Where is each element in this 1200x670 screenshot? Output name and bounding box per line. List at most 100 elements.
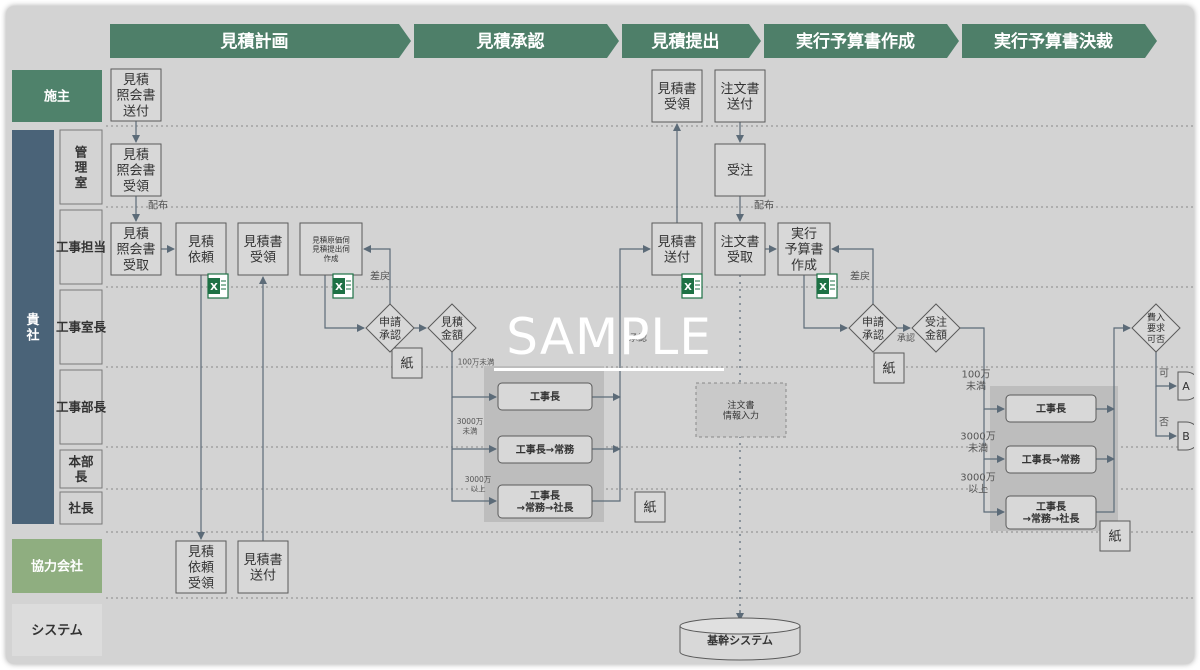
process-box-r3	[497, 484, 593, 519]
decision-diamond-d5	[1131, 303, 1181, 353]
excel-icon-badge	[682, 278, 694, 294]
process-box-b3	[110, 222, 162, 276]
box-label-paper4: 紙	[1108, 530, 1121, 545]
sublane-0	[59, 129, 103, 205]
box-label-r1: 工事長	[530, 390, 561, 403]
box-label-b15: 注文書情報入力	[723, 399, 759, 422]
excel-icon-badge	[817, 278, 829, 294]
label-ka: 可	[1159, 369, 1169, 380]
process-box-b10	[714, 69, 766, 123]
box-label-b5: 見積書受領	[243, 235, 282, 266]
lane-company	[12, 130, 54, 524]
process-box-b9	[651, 69, 703, 123]
arrow-d3-b14-return	[831, 245, 874, 304]
label-cond-3: 3000万以上	[465, 475, 492, 493]
process-box-b11	[714, 143, 766, 197]
process-box-b4	[175, 222, 227, 276]
phase-label-3: 実行予算書作成	[796, 31, 915, 52]
arrow-merge-b12	[592, 245, 651, 502]
sample-watermark: SAMPLE	[494, 306, 724, 371]
database-cylinder-top	[679, 617, 801, 635]
box-label-b13: 注文書受取	[720, 235, 759, 266]
sublane-label-4: 本部長	[68, 454, 94, 484]
process-box-r1	[497, 382, 593, 411]
process-box-b2	[110, 143, 162, 197]
label-sashimodoshi-2: 差戻	[850, 270, 870, 283]
diamond-label-d5: 費入要求可否	[1147, 311, 1165, 345]
process-box-b12	[651, 222, 703, 276]
box-label-b10: 注文書送付	[720, 82, 759, 113]
arrow-d5-b	[1155, 386, 1177, 440]
process-box-b15	[695, 382, 787, 438]
process-box-r4	[1005, 394, 1097, 423]
label-cond-1: 100万未満	[458, 357, 495, 367]
label-cond-6: 3000万以上	[960, 473, 995, 496]
box-label-r2: 工事長→常務	[516, 443, 575, 456]
lane-partner-label: 協力会社	[31, 559, 83, 575]
box-label-r4: 工事長	[1036, 402, 1067, 415]
database-label: 基幹システム	[706, 633, 773, 647]
box-label-b9: 見積書受領	[657, 82, 696, 113]
box-label-r5: 工事長→常務	[1022, 453, 1081, 466]
label-sashimodoshi-1: 差戻	[370, 270, 390, 283]
process-box-paper4	[1099, 520, 1131, 552]
box-label-paper1: 紙	[400, 357, 413, 372]
box-label-b2: 見積照会書受領	[116, 148, 155, 195]
sublane-4	[59, 449, 103, 489]
lane-system	[12, 604, 102, 656]
box-label-paper3: 紙	[882, 362, 895, 377]
box-label-r6: 工事長→常務→社長	[1023, 500, 1081, 525]
label-cond-4: 100万未満	[961, 370, 990, 393]
connector-label-conn_a: A	[1182, 380, 1190, 393]
database-cylinder	[679, 626, 801, 661]
connector-label-conn_b: B	[1182, 430, 1190, 443]
sublane-label-1: 工事担当	[56, 240, 106, 255]
decision-diamond-d4	[911, 303, 961, 353]
process-box-b6	[299, 222, 363, 276]
excel-icon-glyph: X	[335, 282, 343, 293]
phase-label-1: 見積承認	[476, 31, 545, 52]
process-box-r6	[1005, 495, 1097, 530]
business-process-diagram: 施主貴社協力会社システム管理室工事担当工事室長工事部長本部長社長見積計画見積承認…	[12, 24, 1194, 661]
excel-icon-badge	[333, 278, 345, 294]
box-label-b6: 見積原価伺見積提出伺作成	[312, 235, 350, 263]
box-label-b3: 見積照会書受取	[116, 227, 155, 274]
process-box-b14	[777, 222, 831, 276]
label-hi: 否	[1159, 417, 1169, 429]
label-shonin-1: 承認	[629, 332, 647, 344]
box-label-b12: 見積書送付	[657, 235, 696, 266]
sublane-3	[59, 369, 103, 445]
box-label-b4: 見積依頼	[188, 235, 214, 266]
box-label-b8: 見積書送付	[243, 553, 282, 584]
label-cond-5: 3000万未満	[960, 432, 995, 455]
process-box-r5	[1005, 445, 1097, 474]
box-label-b14: 実行予算書作成	[784, 226, 823, 274]
sublane-label-3: 工事部長	[56, 400, 107, 415]
flowchart-canvas: 施主貴社協力会社システム管理室工事担当工事室長工事部長本部長社長見積計画見積承認…	[6, 6, 1194, 664]
process-box-b8	[237, 540, 289, 594]
process-box-b13	[714, 222, 766, 276]
excel-icon-glyph: X	[210, 282, 218, 293]
process-box-b7	[175, 540, 227, 594]
box-label-b7: 見積依頼受領	[188, 545, 214, 592]
lane-company-label: 貴社	[25, 312, 39, 344]
phase-label-4: 実行予算書決裁	[994, 31, 1113, 52]
diamond-label-d3: 申請承認	[862, 314, 884, 341]
diamond-label-d2: 見積金額	[441, 314, 463, 341]
connector-conn_a	[1177, 371, 1194, 401]
sublane-label-0: 管理室	[75, 144, 88, 190]
phase-arrow-2	[622, 24, 761, 58]
sublane-2	[59, 289, 103, 365]
excel-icon-badge	[208, 278, 220, 294]
arrow-b6-d1	[324, 275, 365, 332]
box-label-r3: 工事長→常務→社長	[517, 489, 575, 514]
lane-partner	[12, 539, 102, 593]
arrow-d1-b6-return	[363, 245, 391, 304]
sublane-label-2: 工事室長	[56, 320, 107, 335]
arrow-d4-r4	[960, 327, 1005, 413]
decision-diamond-d3	[848, 303, 898, 353]
box-label-b1: 見積照会書送付	[116, 73, 155, 120]
excel-icon-glyph: X	[684, 282, 692, 293]
phase-arrow-3	[764, 24, 959, 58]
lane-client	[12, 70, 102, 122]
